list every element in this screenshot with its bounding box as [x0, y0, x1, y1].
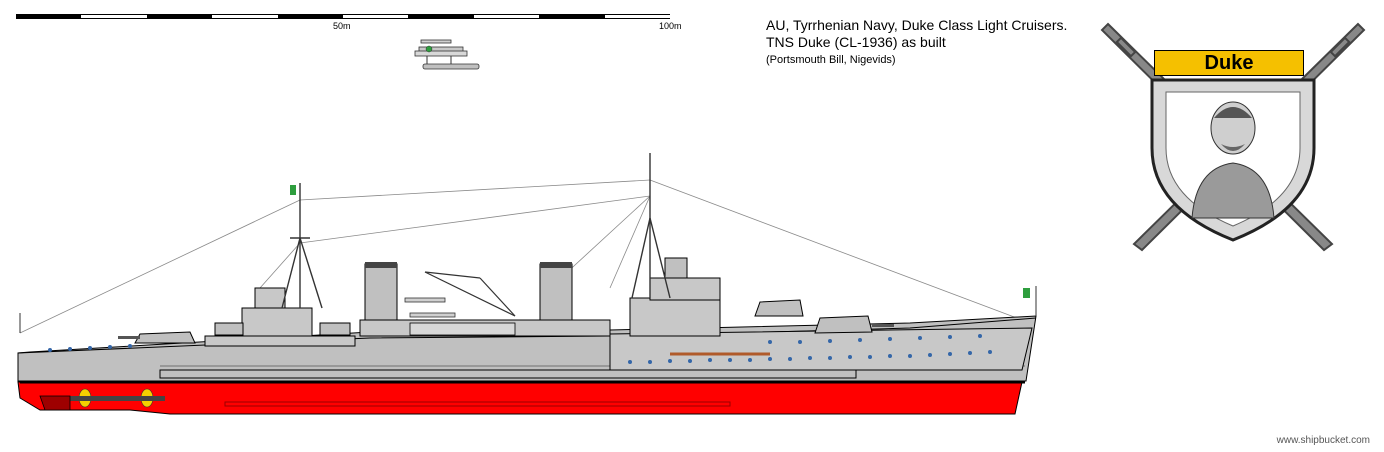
title-line-3: (Portsmouth Bill, Nigevids) [766, 54, 896, 66]
scale-segment [212, 14, 278, 19]
scale-segment [146, 14, 213, 19]
title-block: AU, Tyrrhenian Navy, Duke Class Light Cr… [766, 17, 1067, 67]
scale-bar [16, 14, 671, 19]
mast-fore [631, 153, 671, 299]
emblem-name-label: Duke [1154, 50, 1304, 76]
seaplane-icon [414, 39, 480, 70]
title-line-1: AU, Tyrrhenian Navy, Duke Class Light Cr… [766, 17, 1068, 33]
scale-segment [277, 14, 344, 19]
turret-a [814, 315, 873, 334]
scale-label-50: 50m [333, 21, 351, 31]
turret-aft [134, 331, 196, 344]
scale-segment [604, 14, 671, 19]
ship-profile [17, 153, 1037, 415]
crane [424, 271, 516, 317]
scale-label-100: 100m [659, 21, 682, 31]
flag-icon [290, 185, 296, 195]
title-line-2: TNS Duke (CL-1936) as built [766, 34, 946, 50]
turret-b [754, 299, 804, 317]
portrait-icon [1191, 101, 1275, 219]
scale-segment [16, 14, 82, 19]
funnel-fore [539, 263, 573, 321]
portholes [48, 334, 992, 364]
scale-segment [81, 14, 147, 19]
scale-segment [473, 14, 540, 19]
catapult-plane [404, 297, 456, 318]
scale-segment [408, 14, 474, 19]
scale-segment [539, 14, 605, 19]
rigging [19, 179, 1031, 334]
scale-segment [343, 14, 409, 19]
flag-icon [1023, 288, 1030, 298]
site-credit: www.shipbucket.com [1276, 435, 1370, 446]
funnel-aft [364, 263, 398, 321]
mast-aft [281, 183, 323, 309]
emblem-crest [1100, 22, 1366, 252]
hull-boot [17, 381, 1023, 415]
